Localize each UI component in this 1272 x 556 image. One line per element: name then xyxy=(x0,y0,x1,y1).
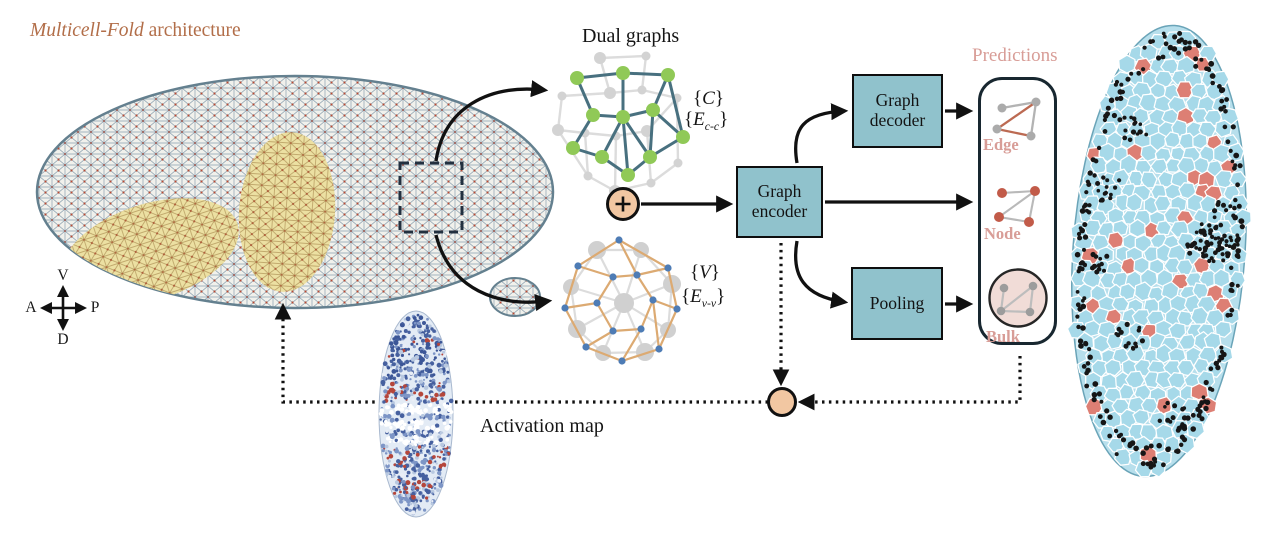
cell-set-letter: C xyxy=(702,88,715,109)
pooling-label: Pooling xyxy=(869,292,925,313)
prediction-output-embryo xyxy=(1066,24,1252,478)
compass-v-label: V xyxy=(57,267,69,284)
vertex-edge-set-label: {Ev-v} xyxy=(681,286,725,311)
graph-decoder-box: Graph decoder xyxy=(852,74,943,148)
node-prediction-label: Node xyxy=(984,224,1021,243)
arrow-encoder-to-pooling xyxy=(794,240,849,309)
dotted-fusion-to-embryo xyxy=(274,302,768,404)
edge-prediction-label: Edge xyxy=(983,135,1019,154)
arrow-roi-to-cell-graph xyxy=(434,80,549,162)
graph-decoder-label-line2: decoder xyxy=(869,110,926,130)
cell-edge-letter: E xyxy=(693,109,705,130)
activation-map-thumbnail xyxy=(378,310,454,518)
graph-encoder-label-line2: encoder xyxy=(751,201,808,221)
arrow-roi-to-vertex-graph xyxy=(434,234,553,312)
brace: { xyxy=(684,109,694,130)
roi-dashed-box xyxy=(398,161,464,234)
cell-edge-subscript: c-c xyxy=(704,119,720,133)
fusion-node-icon xyxy=(767,387,797,417)
vertex-edge-letter: E xyxy=(690,286,702,307)
compass-p-label: P xyxy=(90,299,100,316)
cell-set-label: {C} xyxy=(693,88,724,110)
vertex-set-letter: V xyxy=(699,262,711,283)
vertex-edge-subscript: v-v xyxy=(701,296,717,310)
compass-rose xyxy=(40,285,87,331)
brace: } xyxy=(716,286,726,307)
figure-title-italic: Multicell-Fold xyxy=(30,20,144,41)
pooling-box: Pooling xyxy=(851,267,943,340)
brace: { xyxy=(681,286,691,307)
vertex-set-label: {V} xyxy=(690,262,720,284)
brace: { xyxy=(693,88,703,109)
figure-title-suffix: architecture xyxy=(143,20,241,41)
vertex-graph xyxy=(561,236,681,365)
brace: } xyxy=(719,109,729,130)
cell-graph xyxy=(552,51,690,197)
brace: { xyxy=(690,262,700,283)
activation-map-label: Activation map xyxy=(480,415,604,437)
figure-title: Multicell-Fold architecture xyxy=(30,20,241,42)
compass-d-label: D xyxy=(57,331,69,348)
graph-encoder-box: Graph encoder xyxy=(736,166,823,238)
bulk-prediction-label: Bulk xyxy=(986,327,1020,346)
dotted-predictions-to-fusion xyxy=(797,356,1022,411)
brace: } xyxy=(710,262,720,283)
dual-graphs-label: Dual graphs xyxy=(582,25,680,47)
prediction-mini-graphs xyxy=(988,97,1048,328)
cell-edge-set-label: {Ec-c} xyxy=(684,109,728,134)
graph-decoder-label-line1: Graph xyxy=(875,90,920,111)
arrow-encoder-to-decoder xyxy=(794,103,849,164)
graph-encoder-label-line1: Graph xyxy=(757,181,802,202)
predictions-title: Predictions xyxy=(972,45,1058,66)
brace: } xyxy=(714,88,724,109)
embryo-mesh xyxy=(35,74,555,317)
plus-glyph xyxy=(615,196,631,212)
compass-a-label: A xyxy=(25,299,37,316)
